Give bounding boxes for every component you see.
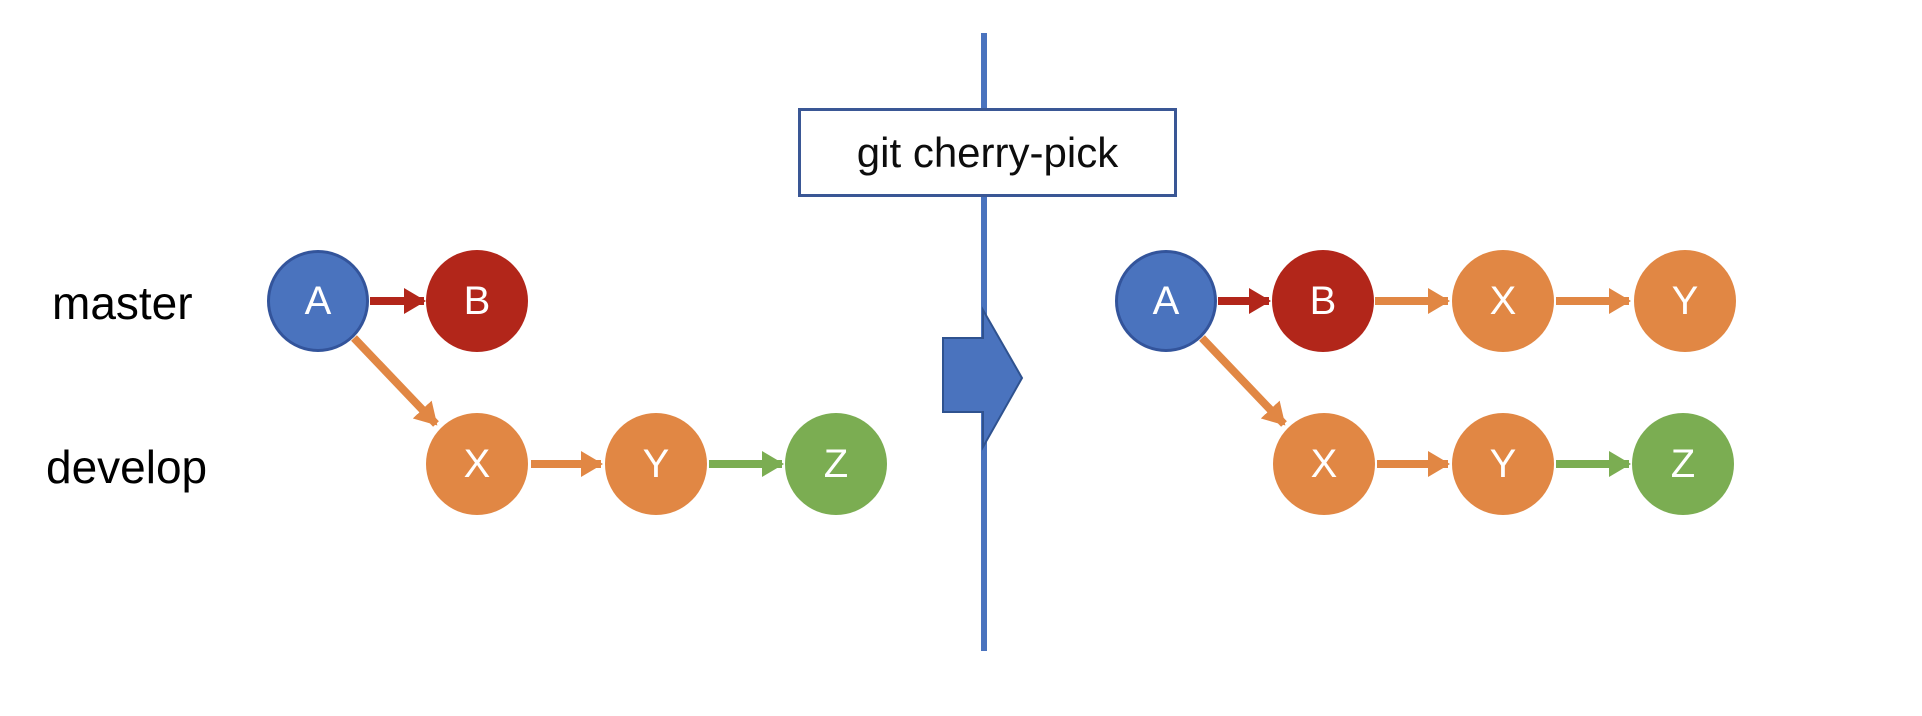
commit-node-after-develop-y: Y: [1452, 413, 1554, 515]
branch-label-develop: develop: [46, 441, 208, 493]
commit-node-after-master-a: A: [1115, 250, 1217, 352]
commit-node-after-develop-z: Z: [1632, 413, 1734, 515]
edge-right-a-to-x-develop: [1199, 335, 1287, 427]
commit-node-before-develop-z: Z: [785, 413, 887, 515]
transform-block-arrow-icon: [942, 306, 1024, 451]
commit-node-after-master-b: B: [1272, 250, 1374, 352]
commit-node-after-master-y: Y: [1634, 250, 1736, 352]
commit-node-before-master-a: A: [267, 250, 369, 352]
commit-node-before-develop-y: Y: [605, 413, 707, 515]
commit-node-after-develop-x: X: [1273, 413, 1375, 515]
caption-label: git cherry-pick: [856, 128, 1119, 176]
branch-label-master: master: [52, 277, 193, 329]
caption-box: git cherry-pick: [798, 108, 1177, 197]
edge-left-a-to-x: [351, 335, 439, 427]
commit-node-before-master-b: B: [426, 250, 528, 352]
commit-node-after-master-x: X: [1452, 250, 1554, 352]
commit-node-before-develop-x: X: [426, 413, 528, 515]
